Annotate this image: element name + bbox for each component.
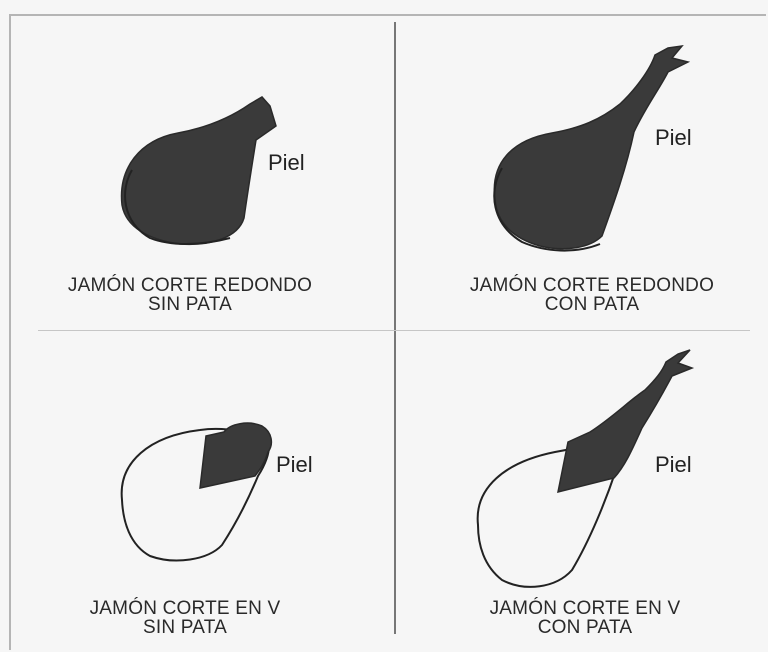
- caption-round-with-hoof: JAMÓN CORTE REDONDO CON PATA: [432, 276, 752, 314]
- caption-line: JAMÓN CORTE REDONDO: [67, 275, 313, 296]
- caption-v-no-hoof: JAMÓN CORTE EN V SIN PATA: [50, 599, 320, 637]
- caption-line: SIN PATA: [143, 617, 227, 638]
- caption-line: JAMÓN CORTE EN V: [489, 598, 681, 619]
- skin-label: Piel: [655, 125, 692, 150]
- frame-border: [9, 14, 766, 650]
- caption-line: CON PATA: [544, 294, 640, 315]
- vertical-divider: [394, 22, 396, 634]
- skin-label: Piel: [268, 150, 305, 175]
- caption-line: JAMÓN CORTE REDONDO: [469, 275, 715, 296]
- caption-line: JAMÓN CORTE EN V: [89, 598, 281, 619]
- caption-line: SIN PATA: [148, 294, 232, 315]
- ham-round-with-hoof-shape: [493, 44, 691, 252]
- ham-v-no-hoof-shape: [120, 422, 273, 562]
- skin-label: Piel: [655, 452, 692, 477]
- ham-round-no-hoof-shape: [120, 96, 277, 246]
- caption-line: CON PATA: [537, 617, 633, 638]
- ham-v-with-hoof-shape: [476, 349, 695, 588]
- horizontal-divider: [38, 330, 750, 331]
- caption-v-with-hoof: JAMÓN CORTE EN V CON PATA: [450, 599, 720, 637]
- caption-round-no-hoof: JAMÓN CORTE REDONDO SIN PATA: [40, 276, 340, 314]
- skin-label: Piel: [276, 452, 313, 477]
